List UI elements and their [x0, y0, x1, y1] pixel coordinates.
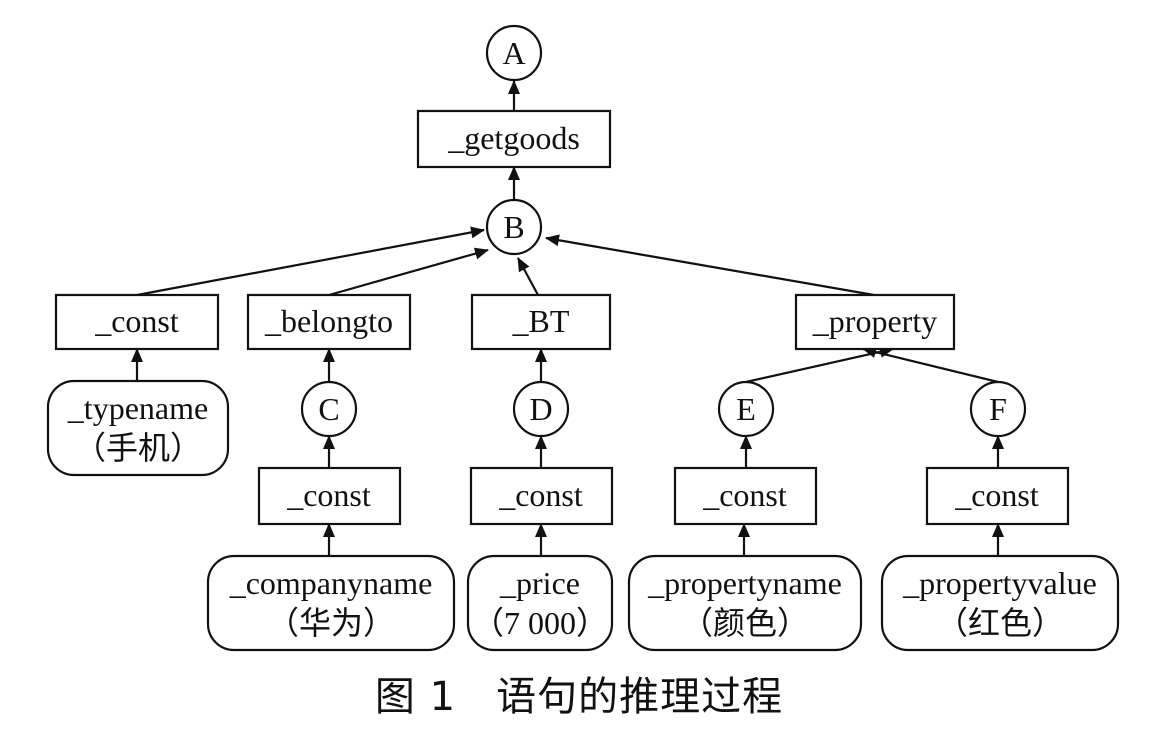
box-getgoods [416, 109, 612, 169]
box-const-typename-label: _const [94, 303, 179, 339]
node-C-circle [300, 380, 358, 438]
box-const-typename [54, 293, 220, 351]
figure-caption: 图 1 语句的推理过程 [0, 664, 1158, 722]
node-D-label: D [529, 391, 552, 427]
edge-E-to-property [745, 345, 894, 384]
box-property-label: _property [812, 303, 937, 339]
box-const-price [469, 466, 614, 526]
box-const-propertyname-label: _const [702, 477, 787, 513]
leaf-propertyvalue [880, 554, 1120, 652]
leaf-price-name: _price [499, 565, 580, 601]
leaf-propertyvalue-name: _propertyvalue [902, 565, 1097, 601]
leaf-propertyname-value: （颜色） [681, 605, 809, 641]
leaf-propertyname-name: _propertyname [647, 565, 842, 601]
node-E-circle [717, 380, 775, 438]
inference-tree-diagram: A B C D E F _getgoods _const _belongto _… [46, 24, 1120, 652]
leaf-price-value: （7 000） [472, 605, 608, 641]
box-const-companyname [257, 466, 402, 526]
leaf-companyname-value: （华为） [267, 605, 395, 641]
leaf-price [466, 554, 614, 652]
node-B-label: B [503, 209, 524, 245]
box-BT [470, 293, 612, 351]
node-D-circle [512, 380, 570, 438]
node-F-label: F [989, 391, 1007, 427]
edge-F-to-property [862, 346, 999, 384]
box-belongto [246, 293, 412, 351]
leaf-companyname [206, 554, 456, 652]
box-getgoods-label: _getgoods [447, 120, 580, 156]
box-BT-label: _BT [512, 303, 570, 339]
leaf-companyname-name: _companyname [229, 565, 433, 601]
box-const-propertyvalue-label: _const [954, 477, 1039, 513]
edge-belongto-to-B [328, 247, 489, 297]
box-const-price-label: _const [498, 477, 583, 513]
box-const-companyname-label: _const [286, 477, 371, 513]
edge-property-to-B [545, 234, 875, 297]
box-property [794, 293, 956, 351]
leaf-typename [46, 379, 230, 477]
box-const-propertyvalue [925, 466, 1070, 526]
node-C-label: C [318, 391, 339, 427]
figure-number: 图 1 [374, 674, 457, 720]
figure-title: 语句的推理过程 [496, 674, 784, 720]
node-E-label: E [736, 391, 756, 427]
edge-const-to-B [136, 226, 485, 297]
edges [131, 80, 1004, 556]
node-F-circle [969, 380, 1027, 438]
leaf-propertyname [627, 554, 863, 652]
leaf-propertyvalue-value: （红色） [936, 605, 1064, 641]
node-A-circle [485, 24, 543, 82]
leaf-typename-value: （手机） [74, 430, 202, 466]
edge-BT-to-B [517, 257, 539, 296]
node-B-circle [485, 198, 543, 256]
box-const-propertyname [673, 466, 818, 526]
leaf-typename-name: _typename [67, 390, 208, 426]
box-belongto-label: _belongto [264, 303, 393, 339]
node-A-label: A [502, 35, 525, 71]
